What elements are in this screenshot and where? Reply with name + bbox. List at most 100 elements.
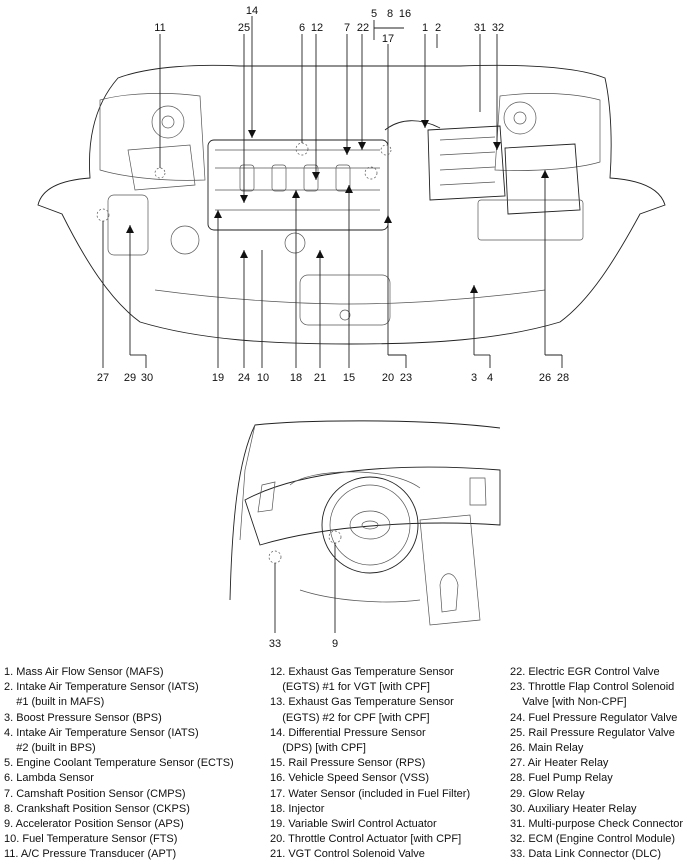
legend-item: 5. Engine Coolant Temperature Sensor (EC…	[4, 757, 234, 770]
sensor-marker-6	[295, 142, 309, 156]
left-vent	[257, 481, 276, 513]
coolant-reservoir	[127, 144, 196, 191]
battery-lower	[477, 199, 584, 241]
legend-item: 22. Electric EGR Control Valve	[510, 666, 660, 678]
fender-left	[99, 93, 206, 181]
legend-item: 10. Fuel Temperature Sensor (FTS)	[4, 833, 178, 846]
steering-logo	[361, 520, 379, 530]
callout-24: 24	[238, 372, 250, 384]
callout-7: 7	[344, 22, 350, 34]
oil-cap	[284, 232, 306, 254]
callout-3: 3	[471, 372, 477, 384]
callout-16: 16	[399, 8, 411, 20]
callout-20: 20	[382, 372, 394, 384]
legend-item: 23. Throttle Flap Control Solenoid	[510, 681, 675, 694]
callout-arrowheads	[126, 120, 549, 293]
air-cleaner-ribs	[439, 136, 496, 186]
sensor-marker-11	[154, 167, 166, 179]
legend-item: 18. Injector	[270, 802, 325, 815]
hood-latch	[339, 309, 351, 321]
callout-12: 12	[311, 22, 323, 34]
callout-29: 29	[124, 372, 136, 384]
callout-21: 21	[314, 372, 326, 384]
callout-17: 17	[382, 33, 394, 45]
legend-column-3: 22. Electric EGR Control Valve 23. Thrott…	[510, 665, 683, 863]
dlc-marker	[268, 550, 282, 564]
engine-bay-outline	[37, 64, 666, 345]
battery-box	[504, 143, 581, 215]
legend-item: 27. Air Heater Relay	[510, 757, 609, 770]
windshield-frame	[229, 420, 501, 601]
legend-item: 32. ECM (Engine Control Module)	[510, 833, 676, 846]
legend-item: 19. Variable Swirl Control Actuator	[270, 818, 437, 831]
callout-15: 15	[343, 372, 355, 384]
legend-item: #1 (built in MAFS)	[4, 696, 105, 709]
gear-lever	[439, 573, 459, 613]
legend-item: 15. Rail Pressure Sensor (RPS)	[270, 757, 426, 770]
callout-9: 9	[332, 638, 338, 650]
legend-item: 28. Fuel Pump Relay	[510, 772, 613, 785]
legend-item: 31. Multi-purpose Check Connector	[510, 818, 684, 831]
strut-left	[151, 105, 185, 139]
legend-column-2: 12. Exhaust Gas Temperature Sensor (EGTS…	[270, 665, 470, 863]
callout-14: 14	[246, 5, 258, 17]
legend-item: 4. Intake Air Temperature Sensor (IATS)	[4, 726, 199, 739]
cylinder-head	[215, 149, 380, 211]
legend-item: 12. Exhaust Gas Temperature Sensor	[270, 666, 454, 678]
legend-item: 21. VGT Control Solenoid Valve	[270, 848, 425, 861]
sensor-marker-17	[380, 144, 392, 156]
steering-hub	[349, 510, 391, 540]
legend-item: (EGTS) #1 for VGT [with CPF]	[270, 681, 430, 694]
callout-5: 5	[371, 8, 377, 20]
pulley	[170, 225, 200, 255]
engine-bay-diagram: 14 11 25 6 12 7 22 5 8 16 17 1 2 31 32 2…	[37, 5, 666, 384]
callout-23: 23	[400, 372, 412, 384]
legend-item: (DPS) [with CPF]	[270, 742, 366, 755]
legend-item: 16. Vehicle Speed Sensor (VSS)	[270, 772, 429, 785]
callout-11: 11	[154, 22, 165, 34]
dashboard	[244, 466, 501, 546]
legend-item: 25. Rail Pressure Regulator Valve	[510, 726, 675, 739]
legend-item: #2 (built in BPS)	[4, 742, 96, 755]
legend-item: 24. Fuel Pressure Regulator Valve	[510, 711, 678, 724]
callout-1: 1	[422, 22, 428, 34]
radiator-support	[154, 289, 546, 305]
strut-left-inner	[161, 115, 175, 129]
legend-item: 26. Main Relay	[510, 742, 584, 755]
a-pillar	[239, 424, 256, 541]
callout-8: 8	[387, 8, 393, 20]
legend-item: 11. A/C Pressure Transducer (APT)	[4, 848, 177, 861]
legend-item: 29. Glow Relay	[510, 787, 585, 800]
pedal-area	[299, 589, 421, 603]
legend-item: 33. Data Link Connector (DLC)	[510, 848, 662, 861]
callout-6: 6	[299, 22, 305, 34]
hood-latch-plate	[299, 274, 391, 326]
legend-item: 8. Crankshaft Position Sensor (CKPS)	[4, 802, 190, 815]
legend-item: 1. Mass Air Flow Sensor (MAFS)	[4, 666, 164, 678]
injector-group	[239, 164, 351, 192]
legend-item: 14. Differential Pressure Sensor	[270, 726, 426, 739]
legend-item: Valve [with Non-CPF]	[510, 696, 627, 709]
air-cleaner-box	[427, 125, 506, 201]
callout-22: 22	[357, 22, 369, 34]
callout-10: 10	[257, 372, 269, 384]
engine-cover	[207, 139, 389, 231]
intake-hose	[384, 120, 441, 131]
callout-18: 18	[290, 372, 302, 384]
callout-25: 25	[238, 22, 250, 34]
callout-30: 30	[141, 372, 153, 384]
callout-4: 4	[487, 372, 493, 384]
steering-wheel-inner	[329, 484, 411, 566]
steering-wheel	[321, 476, 419, 574]
callout-32: 32	[492, 22, 504, 34]
legend-item: 2. Intake Air Temperature Sensor (IATS)	[4, 681, 199, 694]
legend-column-1: 1. Mass Air Flow Sensor (MAFS) 2. Intake …	[4, 665, 234, 863]
strut-right-inner	[513, 111, 527, 125]
right-vent	[469, 477, 487, 506]
component-legend: 1. Mass Air Flow Sensor (MAFS) 2. Intake …	[0, 665, 700, 865]
legend-item: 17. Water Sensor (included in Fuel Filte…	[270, 787, 471, 800]
relay-box-left	[107, 194, 149, 256]
legend-item: 3. Boost Pressure Sensor (BPS)	[4, 711, 162, 724]
strut-right	[503, 101, 537, 135]
legend-item: (EGTS) #2 for CPF [with CPF]	[270, 711, 430, 724]
